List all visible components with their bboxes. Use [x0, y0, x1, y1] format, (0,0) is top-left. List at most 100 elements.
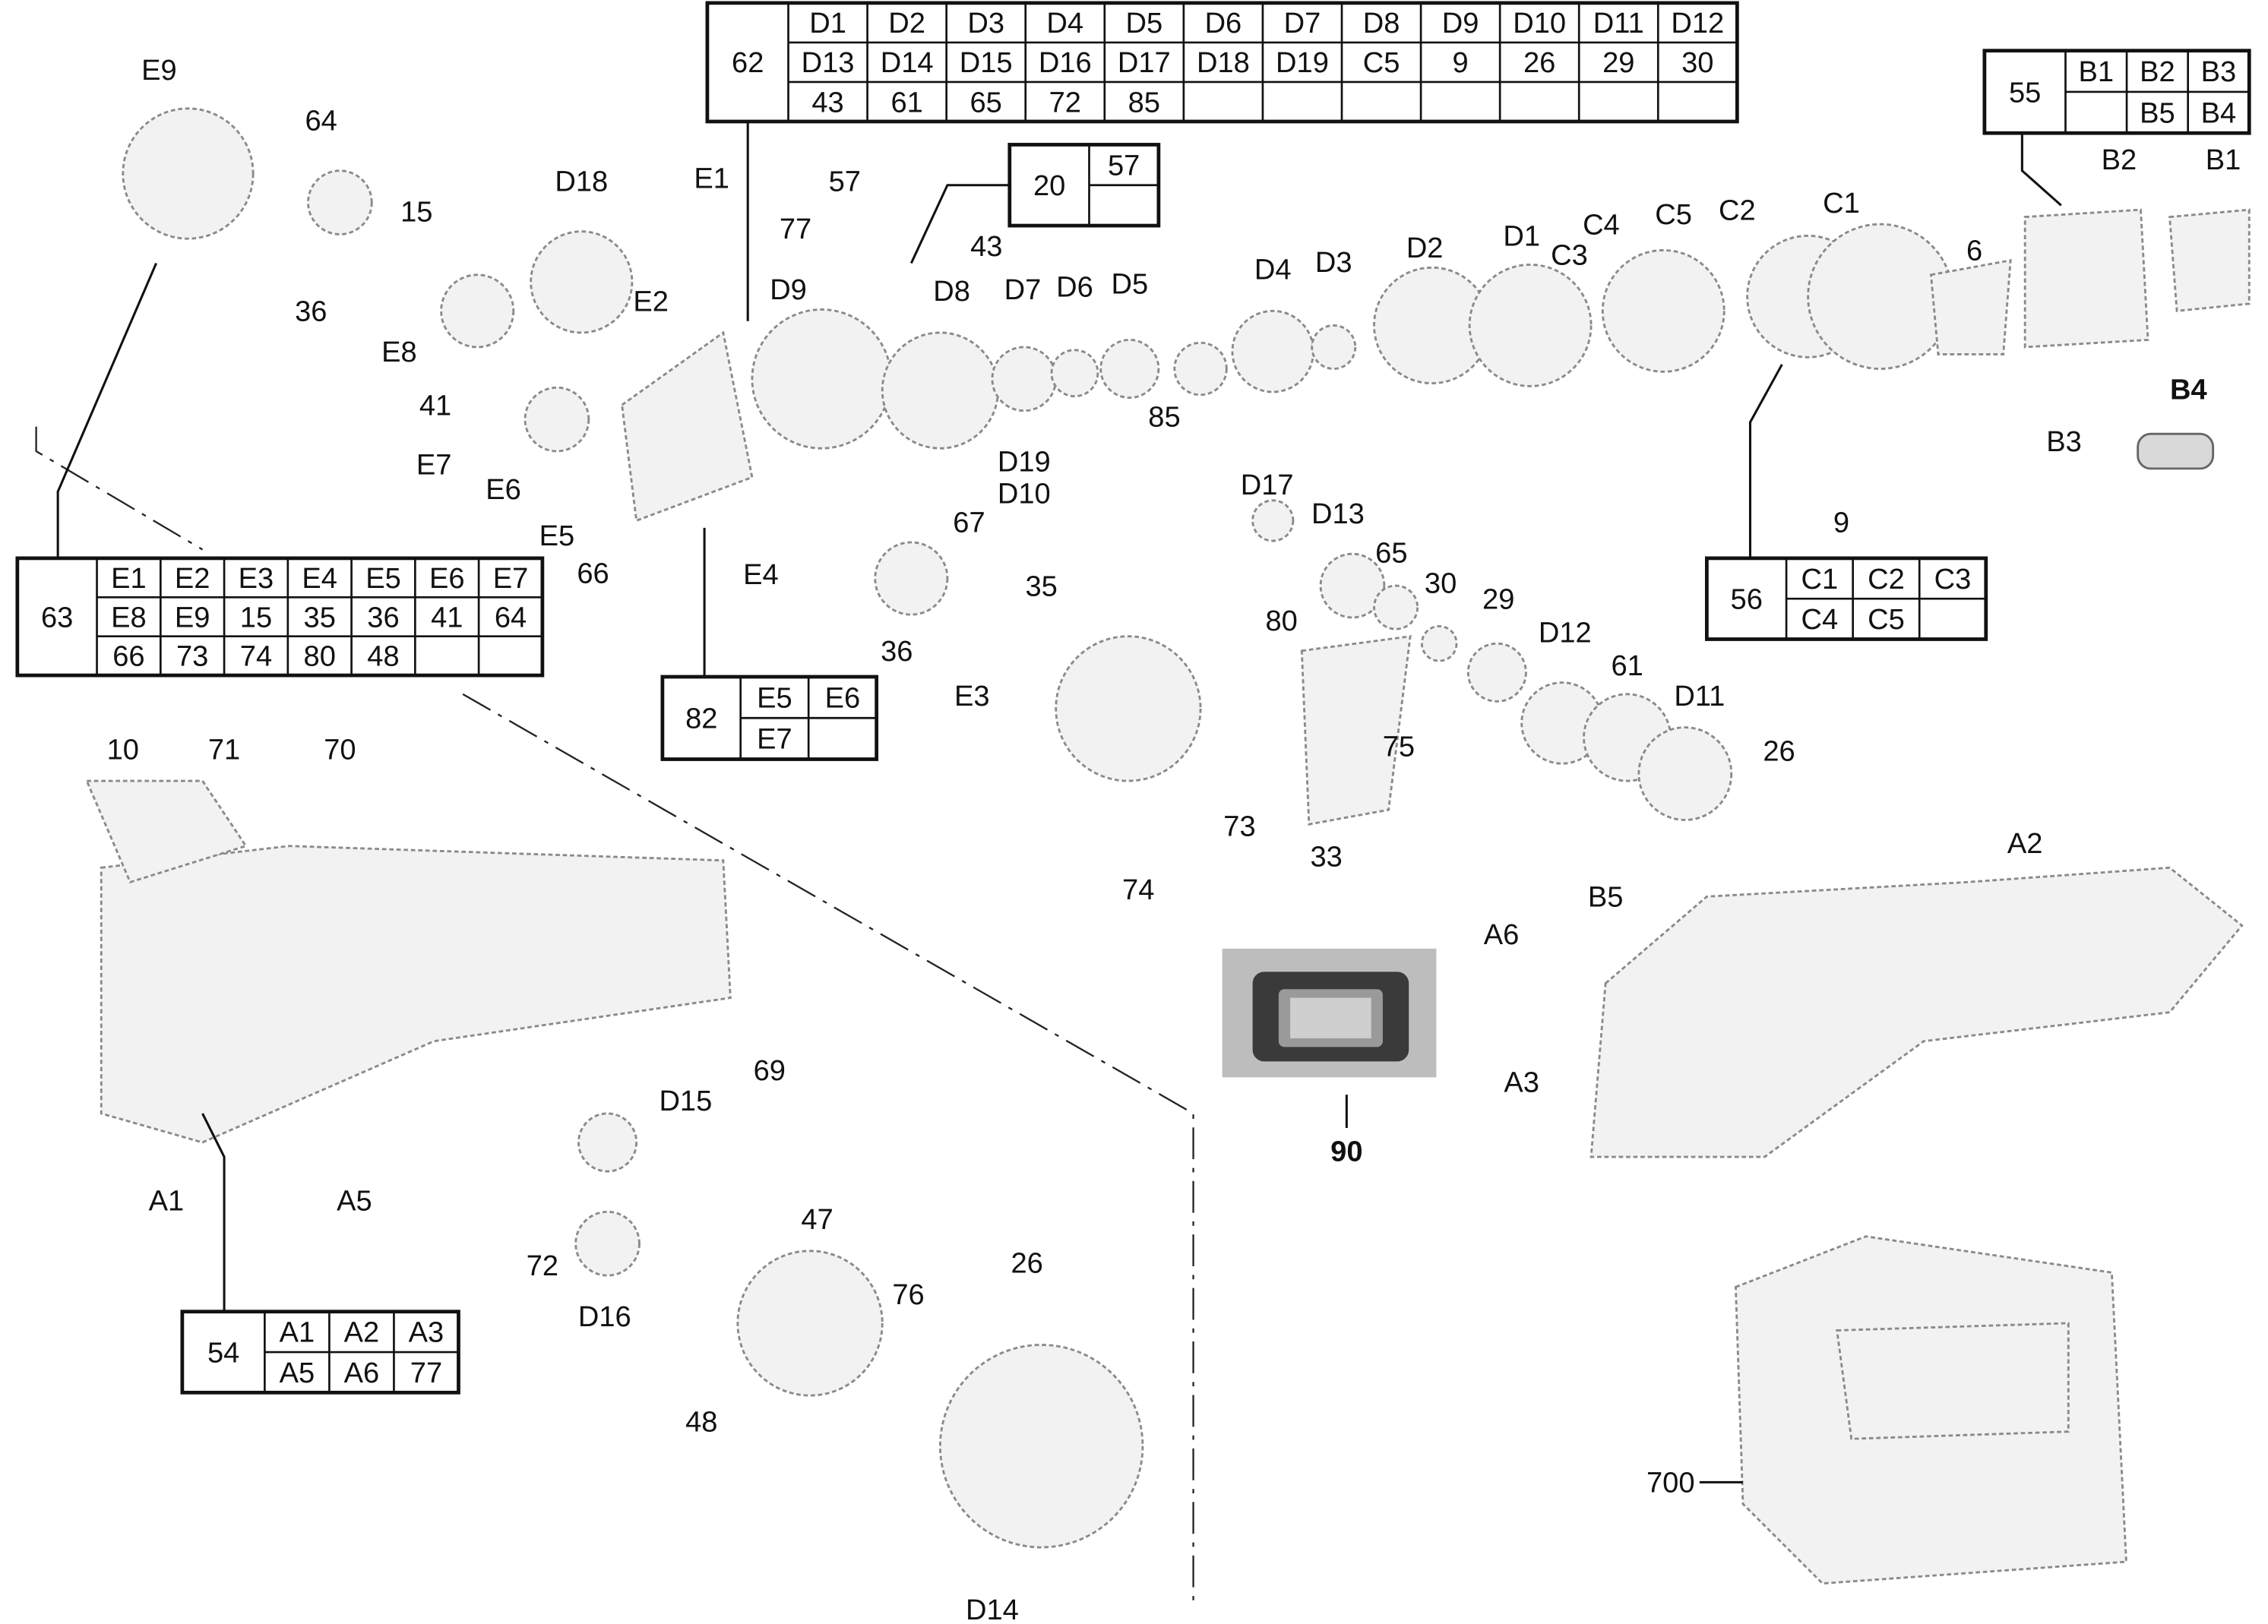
- kit-table-cell: 85: [1128, 87, 1160, 118]
- part-sketch: [1251, 499, 1295, 542]
- callout-label: 61: [1611, 650, 1643, 682]
- assembly-guide-lines: [35, 426, 1194, 1603]
- kit-table-cell: C5: [1363, 47, 1400, 79]
- part-sketch: [1050, 349, 1099, 398]
- kit-table-cell: E6: [429, 563, 465, 595]
- callout-label: D18: [555, 166, 608, 197]
- kit-table-cell: 57: [1108, 150, 1140, 182]
- kit-table-cell: C3: [1934, 564, 1972, 596]
- callout-label: A6: [1484, 919, 1520, 951]
- callout-label: C4: [1583, 209, 1620, 241]
- kit-number: 56: [1731, 584, 1763, 616]
- callout-label: B5: [1588, 882, 1624, 914]
- kit-table-cell: E4: [302, 563, 337, 595]
- callout-label: 700: [1646, 1468, 1695, 1499]
- callout-label: 29: [1482, 584, 1514, 616]
- callout-label: 65: [1375, 538, 1407, 570]
- part-sketch: [577, 1112, 638, 1173]
- kit-table-cell: D10: [1513, 8, 1566, 39]
- kit-table-cell: A1: [280, 1317, 315, 1349]
- kit-table-cell: 74: [240, 641, 272, 673]
- kit-table-cell: D16: [1039, 47, 1092, 79]
- guide-line: [35, 426, 204, 551]
- kit-table-cell: E9: [175, 602, 210, 633]
- part-sketch: [307, 169, 373, 235]
- part-sketch: [1929, 259, 2012, 355]
- kit-table-cell: A5: [280, 1357, 315, 1389]
- part-sketch: [1466, 642, 1527, 703]
- callout-label: 36: [881, 636, 913, 668]
- callout-label: D6: [1056, 271, 1093, 303]
- kit-table-cell: 72: [1049, 87, 1081, 118]
- callout-label: D9: [770, 274, 807, 306]
- part-sketch: [991, 346, 1058, 412]
- kit-number: 63: [41, 602, 73, 633]
- kit-number: 62: [732, 47, 764, 79]
- kit-table-cell: D8: [1363, 8, 1400, 39]
- callout-label: D1: [1503, 221, 1540, 253]
- kit-table-cell: A6: [344, 1357, 380, 1389]
- callout-label: D2: [1406, 232, 1444, 264]
- callout-label: E6: [486, 474, 521, 506]
- callout-label: D3: [1315, 247, 1352, 279]
- kit-table-cell: D15: [960, 47, 1013, 79]
- part-sketch: [1468, 264, 1593, 387]
- callout-label: 64: [305, 105, 337, 137]
- part-sketch: [530, 230, 634, 334]
- kit-number: 55: [2009, 77, 2041, 109]
- callout-label: 75: [1383, 731, 1415, 763]
- kit-table-cell: D13: [802, 47, 855, 79]
- callout-label: 76: [892, 1279, 924, 1311]
- callout-label: 48: [685, 1407, 717, 1439]
- kit-table-cell: D19: [1276, 47, 1329, 79]
- part-sketch: [100, 845, 732, 1144]
- callout-label: D13: [1311, 498, 1365, 530]
- kit-table-cell: 80: [304, 641, 336, 673]
- part-sketch: [85, 779, 248, 884]
- callout-label: D14: [966, 1594, 1019, 1624]
- callout-label: D12: [1539, 617, 1592, 649]
- part-sketch: [1099, 339, 1160, 400]
- callout-label: C5: [1655, 199, 1692, 231]
- kit-table-cell: E1: [111, 563, 147, 595]
- callout-label: B1: [2206, 144, 2241, 176]
- kit-table-cell: D9: [1442, 8, 1479, 39]
- kit-table-cell: D18: [1197, 47, 1250, 79]
- callout-label: 36: [295, 296, 327, 328]
- kit-table-cell: E7: [757, 724, 792, 756]
- callout-label: A3: [1504, 1066, 1539, 1098]
- kit-table-cell: A2: [344, 1317, 380, 1349]
- part-sketch: [881, 331, 999, 450]
- kit-table-cell: B4: [2201, 97, 2237, 129]
- callout-label: E5: [539, 520, 575, 552]
- kit-table-cell: D6: [1205, 8, 1242, 39]
- kit-table-cell: 64: [495, 602, 527, 633]
- callout-label: 90: [1330, 1136, 1362, 1168]
- callout-label: D8: [933, 276, 970, 308]
- kit-table-cell: 66: [112, 641, 144, 673]
- kit-table-cell: 77: [410, 1357, 442, 1389]
- part-sketch: [1589, 866, 2244, 1158]
- kit-table-cell: D4: [1046, 8, 1083, 39]
- kit-table-cell: E5: [365, 563, 401, 595]
- kit-number: 54: [207, 1337, 239, 1369]
- kit-table-cell: D7: [1284, 8, 1321, 39]
- callout-label: E8: [381, 336, 417, 368]
- kit-table-cell: 41: [431, 602, 463, 633]
- callout-label: 47: [801, 1204, 833, 1236]
- part-sketch: [1300, 635, 1412, 826]
- part-sketch: [736, 1250, 884, 1397]
- callout-label: 85: [1148, 402, 1180, 434]
- kit-table-cell: E6: [825, 682, 861, 714]
- guide-line: [462, 693, 1194, 1603]
- callout-label: C3: [1551, 239, 1588, 271]
- kit-table-cell: 26: [1523, 47, 1555, 79]
- callout-label: D7: [1004, 274, 1042, 306]
- callout-label: 71: [208, 735, 240, 766]
- kit-table-cell: E7: [493, 563, 529, 595]
